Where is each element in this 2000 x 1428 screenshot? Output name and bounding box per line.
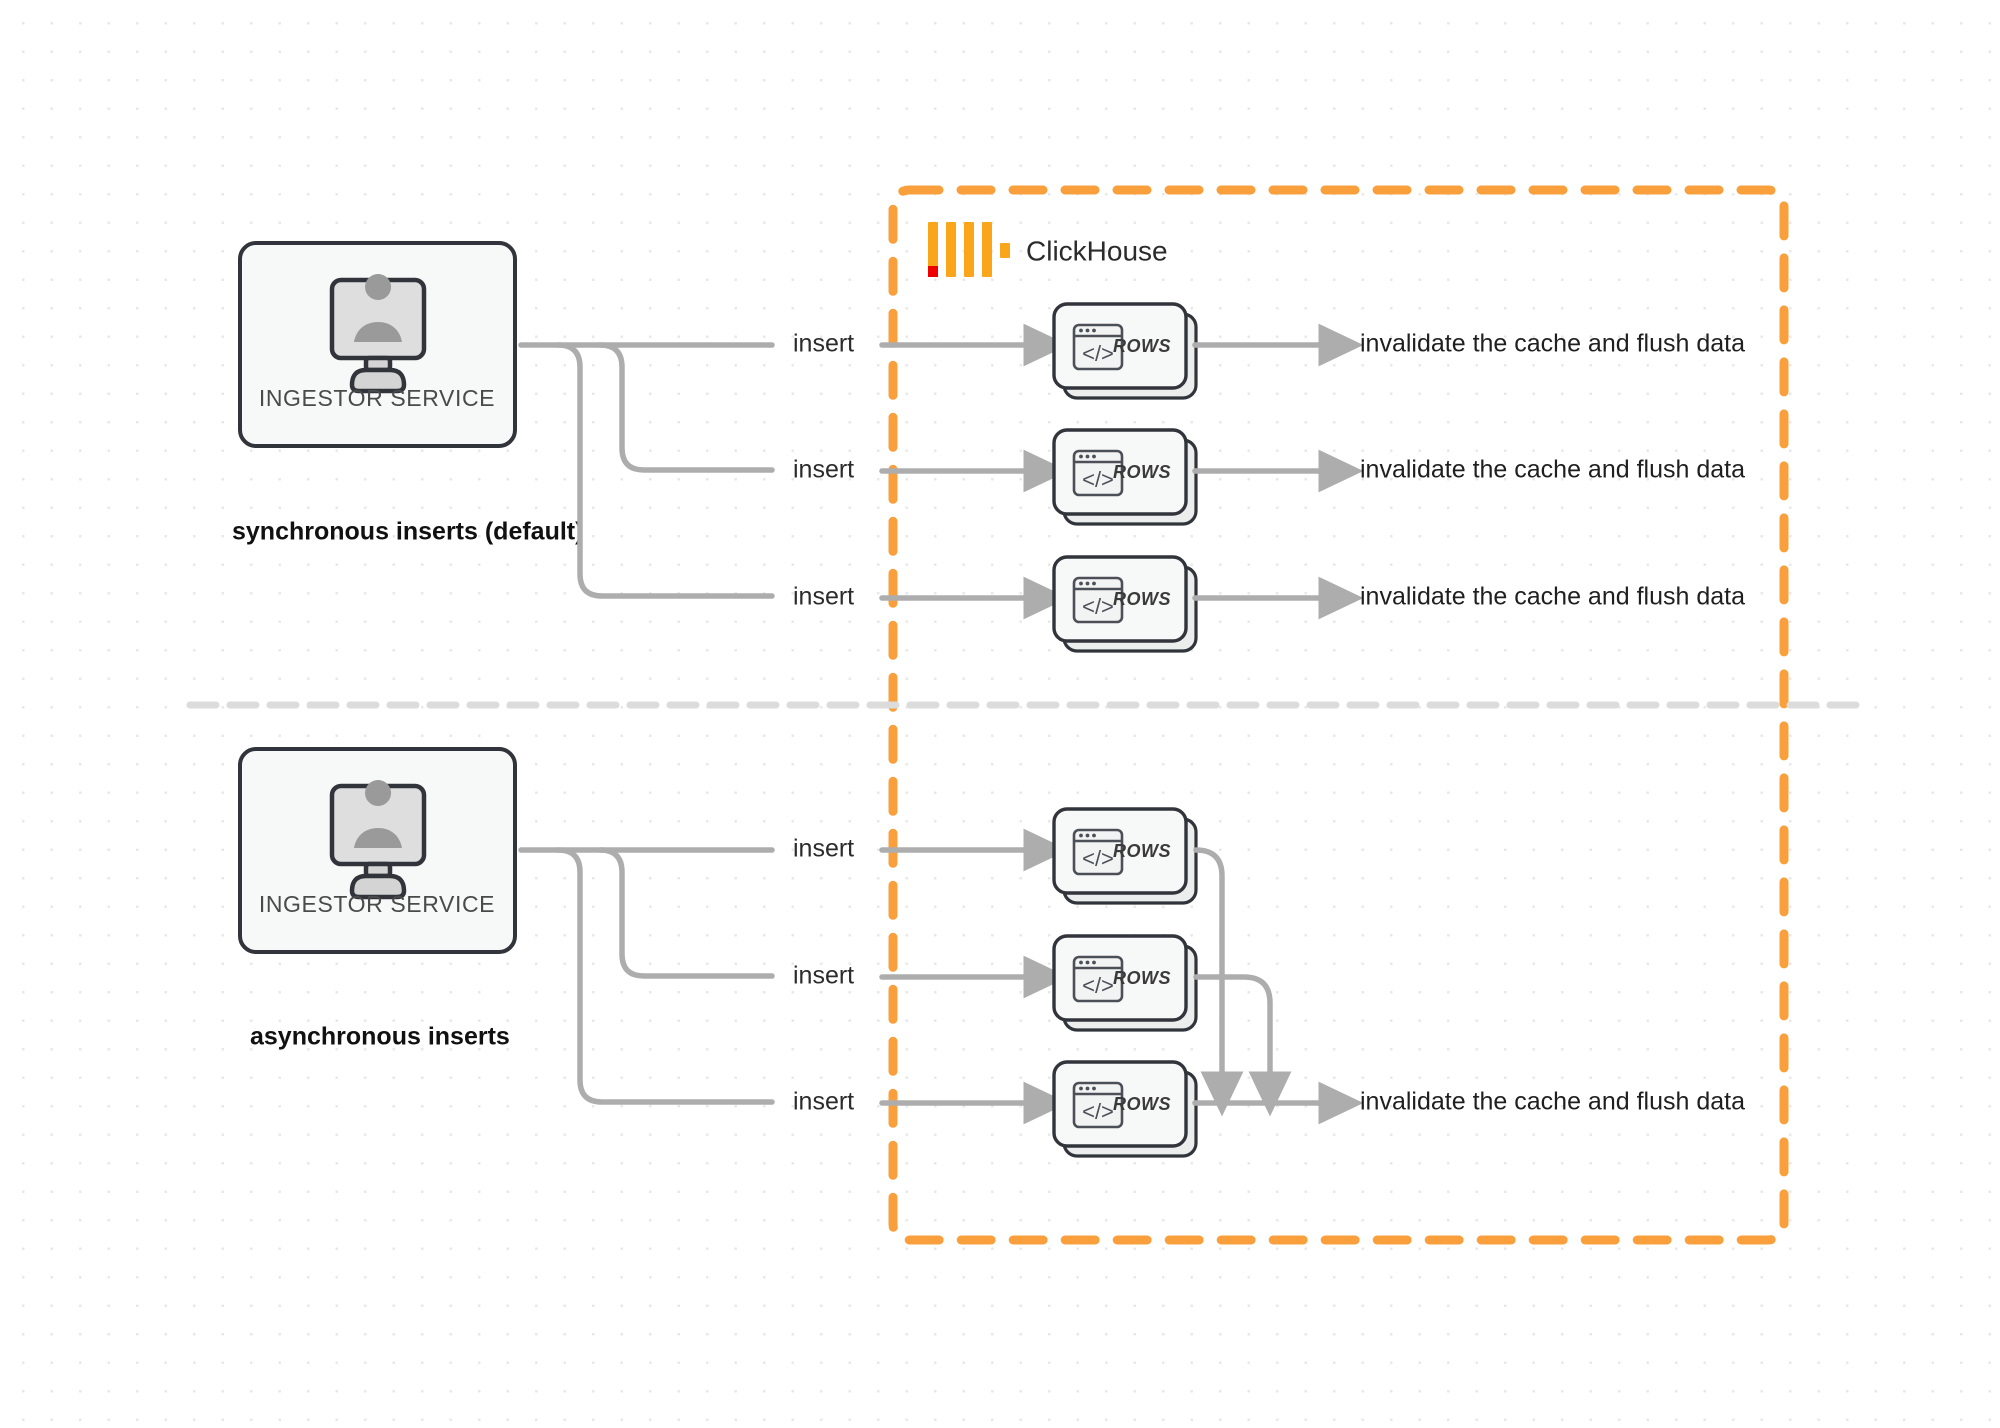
sync-connector-row3	[555, 342, 775, 599]
sync-row-2: insert </> ROWS invalid	[793, 428, 1745, 526]
clickhouse-brand-label: ClickHouse	[1026, 235, 1168, 266]
svg-text:</>: </>	[1082, 973, 1114, 998]
svg-text:</>: </>	[1082, 846, 1114, 871]
async-insert-label-2: insert	[793, 962, 854, 990]
monitor-user-icon	[329, 274, 427, 394]
svg-text:</>: </>	[1082, 467, 1114, 492]
section-synchronous: INGESTOR SERVICE synchronous inserts (de…	[232, 241, 1745, 653]
async-connector-row3	[555, 847, 775, 1105]
sync-result-label-1: invalidate the cache and flush data	[1360, 330, 1745, 358]
async-connector-row2	[597, 847, 775, 979]
clickhouse-logo	[928, 222, 1010, 277]
sync-rows-card-1[interactable]: </> ROWS	[1052, 302, 1198, 400]
sync-ingestor-service[interactable]: INGESTOR SERVICE	[238, 241, 517, 448]
async-insert-label-1: insert	[793, 835, 854, 863]
async-row-2: insert </> ROWS	[793, 934, 1292, 1117]
async-rows-label-2: ROWS	[1113, 968, 1171, 988]
sync-row-3: insert </> ROWS invalid	[793, 555, 1745, 653]
section-asynchronous: INGESTOR SERVICE asynchronous inserts in…	[238, 747, 1745, 1158]
sync-rows-label-1: ROWS	[1113, 336, 1171, 356]
sync-rows-card-2[interactable]: </> ROWS	[1052, 428, 1198, 526]
async-buffer-route-1	[1193, 847, 1244, 1117]
sync-insert-label-3: insert	[793, 583, 854, 611]
async-insert-label-3: insert	[793, 1088, 854, 1116]
sync-rows-label-2: ROWS	[1113, 462, 1171, 482]
monitor-user-icon	[329, 780, 427, 900]
async-buffer-route-2	[1193, 974, 1292, 1117]
async-ingestor-service[interactable]: INGESTOR SERVICE	[238, 747, 517, 954]
sync-result-label-2: invalidate the cache and flush data	[1360, 456, 1745, 484]
async-rows-label-3: ROWS	[1113, 1094, 1171, 1114]
code-window-icon: </>	[1072, 1081, 1124, 1129]
async-mode-label: asynchronous inserts	[250, 1023, 510, 1051]
sync-insert-label-1: insert	[793, 330, 854, 358]
clickhouse-boundary-box	[888, 185, 1789, 1245]
sync-ingestor-label: INGESTOR SERVICE	[259, 385, 495, 411]
code-window-icon: </>	[1072, 576, 1124, 624]
async-result-label: invalidate the cache and flush data	[1360, 1088, 1745, 1116]
code-window-icon: </>	[1072, 449, 1124, 497]
svg-text:</>: </>	[1082, 341, 1114, 366]
svg-text:</>: </>	[1082, 594, 1114, 619]
async-row-1: insert </> ROWS	[793, 807, 1244, 1117]
sync-rows-label-3: ROWS	[1113, 589, 1171, 609]
async-rows-label-1: ROWS	[1113, 841, 1171, 861]
code-window-icon: </>	[1072, 828, 1124, 876]
async-ingestor-label: INGESTOR SERVICE	[259, 891, 495, 917]
async-rows-card-2[interactable]: </> ROWS	[1052, 934, 1198, 1032]
code-window-icon: </>	[1072, 955, 1124, 1003]
sync-mode-label: synchronous inserts (default)	[232, 518, 583, 546]
code-window-icon: </>	[1072, 323, 1124, 371]
sync-rows-card-3[interactable]: </> ROWS	[1052, 555, 1198, 653]
sync-result-label-3: invalidate the cache and flush data	[1360, 583, 1745, 611]
sync-connector-row2	[597, 342, 775, 473]
async-rows-card-1[interactable]: </> ROWS	[1052, 807, 1198, 905]
svg-text:</>: </>	[1082, 1099, 1114, 1124]
async-row-3: insert </> ROWS invalid	[793, 1060, 1745, 1158]
async-rows-card-3[interactable]: </> ROWS	[1052, 1060, 1198, 1158]
sync-insert-label-2: insert	[793, 456, 854, 484]
sync-row-1: insert </> ROWS	[793, 302, 1745, 400]
